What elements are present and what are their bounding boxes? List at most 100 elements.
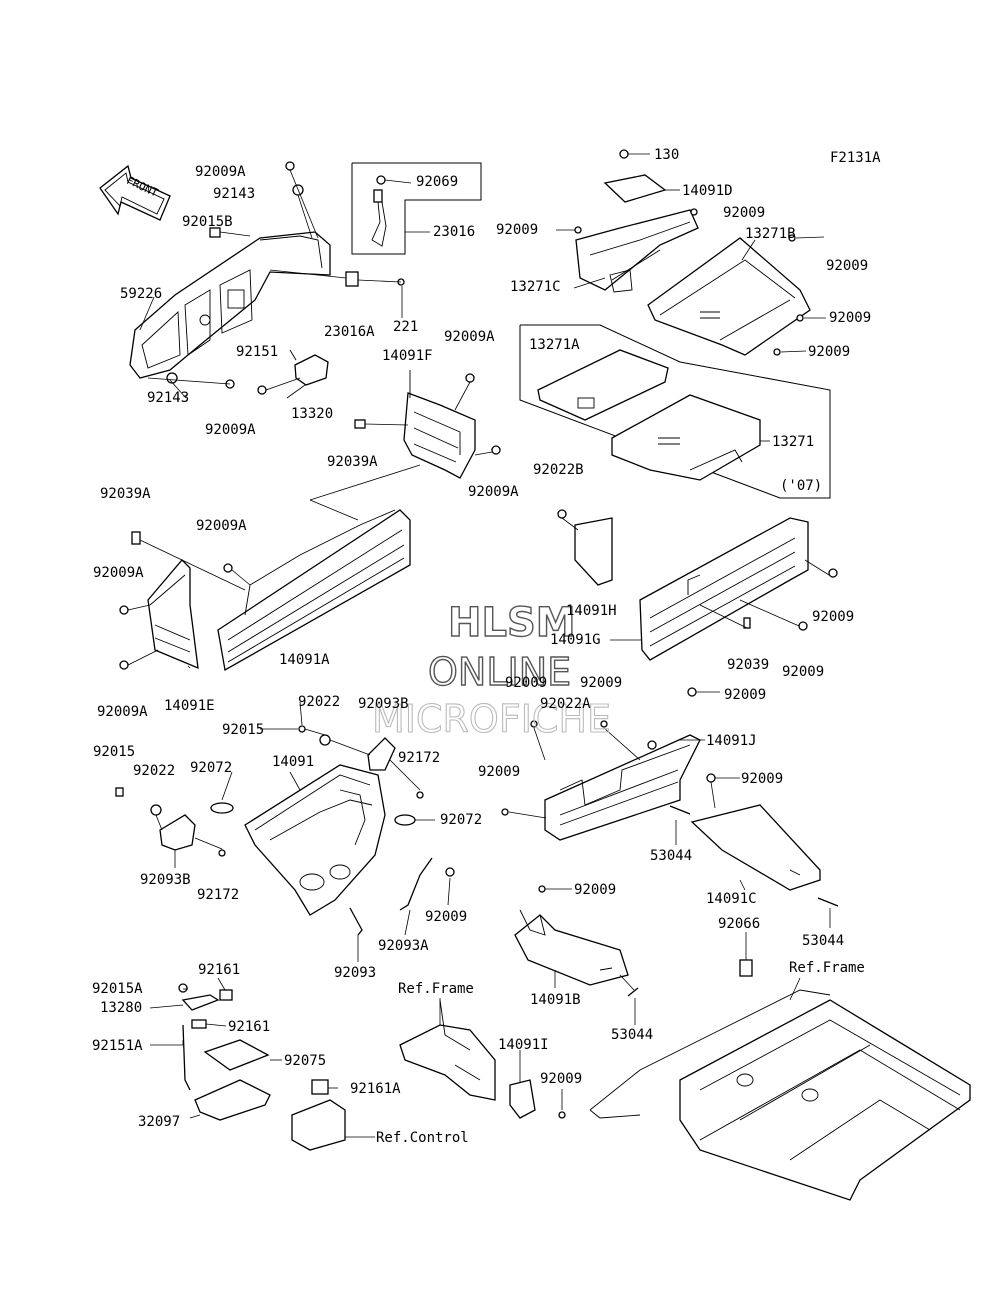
clip-icon [131, 531, 141, 545]
frame-assembly [589, 989, 971, 1201]
cover-14091D [603, 174, 667, 203]
part-label: 92009 [741, 771, 783, 787]
bolt-icon [619, 149, 629, 159]
bolt-icon [687, 687, 697, 697]
part-label: 92009 [574, 882, 616, 898]
part-label: 92022B [533, 462, 584, 478]
floor-panel-13271 [611, 394, 761, 481]
part-label: 92022 [298, 694, 340, 710]
battery-icon [291, 1099, 346, 1151]
part-label: 92009 [829, 310, 871, 326]
bolt-icon [257, 385, 267, 395]
bracket-14091E [147, 559, 199, 670]
side-panel-14091J [544, 734, 701, 841]
part-label: 92151A [92, 1038, 143, 1054]
bolt-icon [773, 348, 781, 356]
bolt-icon [416, 791, 424, 799]
part-label: 14091J [706, 733, 757, 749]
bolt-icon [445, 867, 455, 877]
watermark-line3: MICROFICHE [372, 697, 611, 741]
part-label: 14091H [566, 603, 617, 619]
lever-92093 [349, 907, 363, 936]
part-label: 92039 [727, 657, 769, 673]
cover-14091C [690, 804, 821, 891]
part-label: 92072 [440, 812, 482, 828]
nut-icon [209, 227, 221, 238]
part-label: 92022A [540, 696, 591, 712]
seal-53044 [627, 987, 639, 997]
part-label: 92172 [197, 887, 239, 903]
part-label: 92015 [93, 744, 135, 760]
part-label: 92161 [198, 962, 240, 978]
part-label: 92151 [236, 344, 278, 360]
part-label: 92015A [92, 981, 143, 997]
part-label: 13280 [100, 1000, 142, 1016]
part-label: 92009 [808, 344, 850, 360]
floor-panel-13271C [575, 209, 699, 293]
part-label: 92015 [222, 722, 264, 738]
part-label: Ref.Frame [398, 981, 474, 997]
part-label: 92009A [196, 518, 247, 534]
part-label: 14091F [382, 348, 433, 364]
bracket-13280 [181, 994, 220, 1011]
part-label: 92009 [496, 222, 538, 238]
part-label: 23016A [324, 324, 375, 340]
part-label: 13271C [510, 279, 561, 295]
side-panel-14091G [639, 517, 809, 661]
nut-icon [115, 787, 124, 797]
part-label: 13271B [745, 226, 796, 242]
part-label: 92009A [468, 484, 519, 500]
harness-23016-box [351, 162, 482, 255]
bracket-14091F [403, 370, 476, 479]
part-label: 53044 [802, 933, 844, 949]
part-label: 92009A [205, 422, 256, 438]
pad-92161 [191, 1019, 207, 1029]
part-label: 92093B [140, 872, 191, 888]
watermark-line2: ONLINE [428, 650, 571, 694]
part-label: 92161 [228, 1019, 270, 1035]
part-label: 92069 [416, 174, 458, 190]
bolt-icon [501, 808, 509, 816]
part-label: 13320 [291, 406, 333, 422]
pad-92161A [311, 1079, 329, 1095]
part-label: 92009 [723, 205, 765, 221]
part-label: 92161A [350, 1081, 401, 1097]
lever-92093A [399, 857, 433, 911]
part-label: 92093 [334, 965, 376, 981]
bolt-icon [538, 885, 546, 893]
bolt-icon [119, 660, 129, 670]
year-07-box [519, 324, 831, 499]
part-label: 13271A [529, 337, 580, 353]
connector-icon [345, 271, 359, 287]
bolt-icon [558, 1111, 566, 1119]
part-label: 92009 [826, 258, 868, 274]
bolt-icon [796, 314, 804, 322]
bolt-icon [491, 445, 501, 455]
bracket-92093B [367, 737, 396, 771]
bolt-icon [706, 773, 716, 783]
callout-labels: 92009A 92143 92015B 59226 92143 92009A 9… [92, 147, 871, 1146]
part-label: 13271 [772, 434, 814, 450]
battery-case-32097 [194, 1079, 271, 1121]
bolt-icon [574, 226, 582, 234]
floor-panel-13271A [537, 349, 669, 421]
dash-panel-59226 [129, 231, 331, 379]
part-label: 221 [393, 319, 418, 335]
bolt-icon [465, 373, 475, 383]
part-label: 14091B [530, 992, 581, 1008]
part-label: 14091C [706, 891, 757, 907]
watermark: HLSM ONLINE MICROFICHE [371, 599, 611, 741]
washer-icon [647, 740, 657, 750]
part-label: 92022 [133, 763, 175, 779]
watermark-line1: HLSM [448, 600, 576, 646]
part-label: 92093A [378, 938, 429, 954]
bolt-icon [218, 849, 226, 857]
part-label: 92009 [724, 687, 766, 703]
frame-section-left [399, 999, 496, 1101]
figure-code: F2131A [830, 150, 881, 166]
part-label: 92009 [505, 675, 547, 691]
floor-panel-13271B [647, 237, 811, 356]
part-label: 53044 [611, 1027, 653, 1043]
part-label: 92009 [478, 764, 520, 780]
part-label: 92009A [444, 329, 495, 345]
